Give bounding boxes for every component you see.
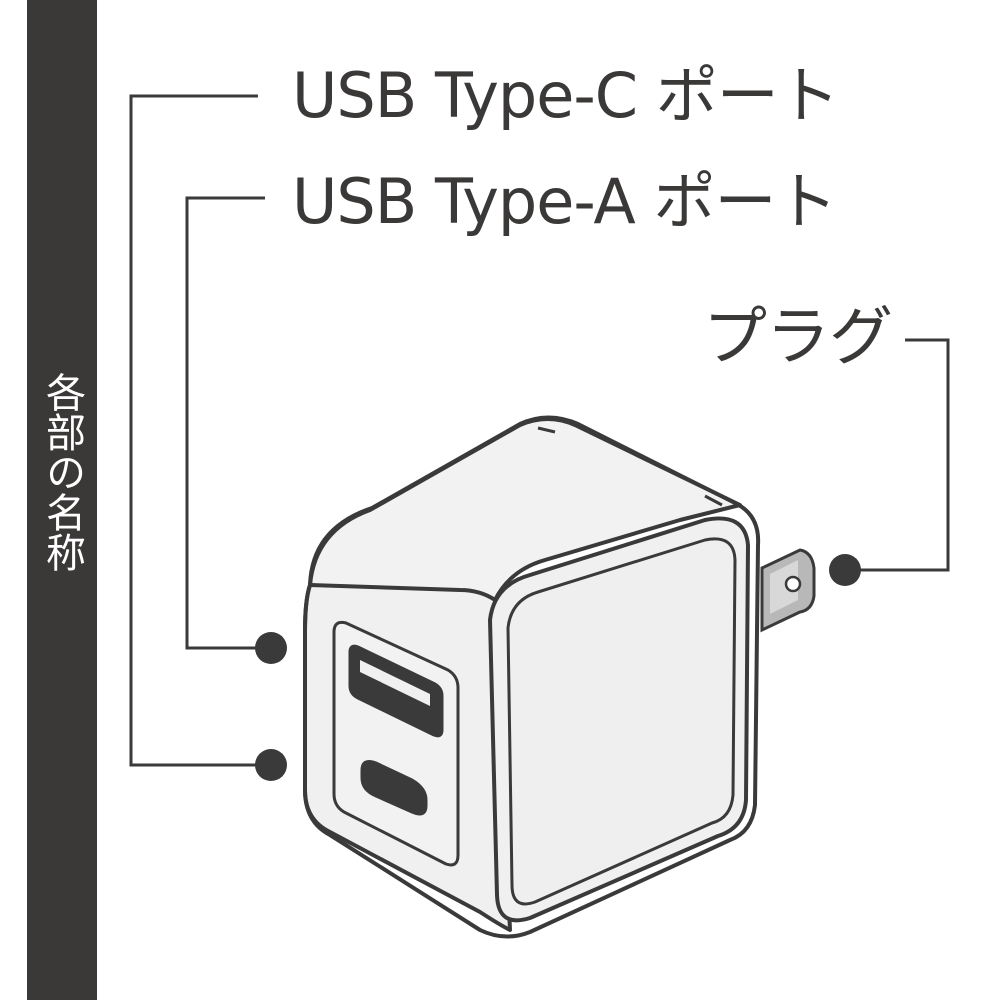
usb-a-port-tongue xyxy=(360,660,430,706)
usb-a-callout-dot xyxy=(255,632,287,664)
charger-top-seam-right xyxy=(704,494,723,507)
plug-callout-dot xyxy=(829,554,861,586)
plug-label: プラグ xyxy=(703,301,893,375)
sidebar: 各部の名称 xyxy=(27,0,97,1000)
usb-c-port xyxy=(360,760,428,816)
usb-a-leader-line xyxy=(185,196,268,650)
usb-c-leader-line xyxy=(129,94,268,767)
charger-front-bevel xyxy=(506,537,737,906)
usb-a-port-label: USB Type-A ポート xyxy=(292,165,838,238)
sidebar-title: 各部の名称 xyxy=(39,372,85,572)
charger-outline xyxy=(303,415,761,939)
plug-leader-line xyxy=(845,338,950,572)
usb-a-port xyxy=(348,644,444,738)
usb-c-port-label: USB Type-C ポート xyxy=(292,59,840,132)
plug-prong-hole xyxy=(784,575,802,593)
charger-body xyxy=(303,415,761,939)
plug-prong xyxy=(760,548,816,633)
usb-c-callout-dot xyxy=(255,749,287,781)
charger-top-seam xyxy=(537,426,556,434)
leader-lines xyxy=(129,94,950,767)
